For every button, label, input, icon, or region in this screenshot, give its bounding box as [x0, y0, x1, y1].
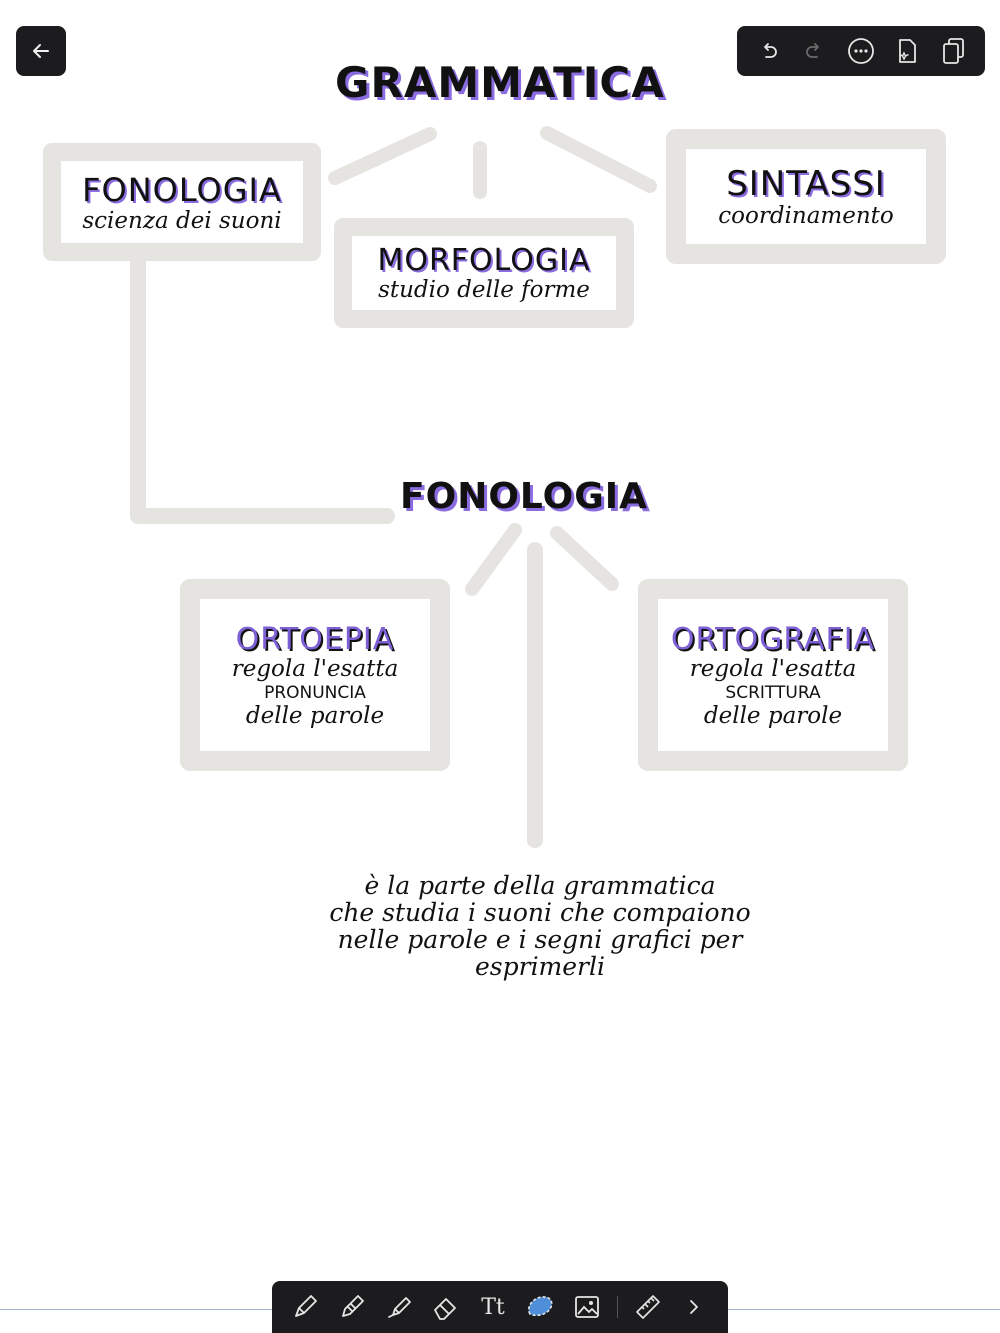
branch-to-sintassi: [540, 126, 657, 193]
page-title: GRAMMATICA: [335, 58, 665, 107]
undo-button[interactable]: [753, 36, 783, 66]
branch-to-fonologia: [328, 127, 437, 185]
node-sintassi[interactable]: SINTASSI coordinamento: [686, 149, 926, 244]
link-fonologia-section: [130, 254, 395, 524]
ruler-icon: [635, 1295, 660, 1319]
node-sintassi-subtitle: coordinamento: [718, 203, 894, 229]
pages-icon: [942, 38, 964, 64]
top-toolbar: [737, 26, 985, 76]
eraser-tool[interactable]: [429, 1290, 463, 1324]
undo-icon: [764, 43, 778, 58]
highlighter-tool[interactable]: [382, 1290, 416, 1324]
node-morfologia-title: MORFOLOGIA: [377, 243, 591, 278]
redo-button[interactable]: [800, 36, 830, 66]
chevron-right-icon: [690, 1300, 699, 1314]
pages-button[interactable]: [939, 36, 969, 66]
image-icon: [574, 1296, 599, 1318]
ai-page-button[interactable]: [892, 36, 922, 66]
ai-page-icon: [899, 39, 917, 63]
node-ortografia-line2: SCRITTURA: [725, 682, 821, 703]
back-arrow-icon: [33, 44, 49, 58]
box-morfologia-frame: [334, 218, 634, 328]
description-line-4: esprimerli: [474, 952, 606, 981]
text-tool-icon: Tt: [481, 1294, 505, 1320]
node-ortoepia-line3: delle parole: [245, 702, 385, 729]
box-fonologia-frame: [43, 143, 321, 261]
node-ortoepia[interactable]: ORTOEPIA regola l'esatta PRONUNCIA delle…: [200, 599, 430, 751]
node-sintassi-title: SINTASSI: [726, 164, 886, 204]
branch-to-ortoepia: [465, 523, 522, 596]
node-ortoepia-line1: regola l'esatta: [231, 655, 399, 682]
more-icon: [848, 38, 874, 64]
description-line-1: è la parte della grammatica: [364, 871, 716, 900]
lasso-icon: [527, 1296, 553, 1317]
expand-toolbar-button[interactable]: [677, 1290, 711, 1324]
node-fonologia[interactable]: FONOLOGIA scienza dei suoni: [60, 160, 304, 244]
pen-tool[interactable]: [288, 1290, 322, 1324]
fonologia-description: è la parte della grammatica che studia i…: [250, 872, 830, 980]
more-button[interactable]: [846, 36, 876, 66]
ruler-tool[interactable]: [631, 1290, 665, 1324]
box-ortografia-frame: [638, 579, 908, 771]
redo-icon: [805, 43, 819, 58]
text-tool[interactable]: Tt: [476, 1290, 510, 1324]
box-sintassi-frame: [666, 129, 946, 264]
node-ortografia-line1: regola l'esatta: [689, 655, 857, 682]
highlighter-icon: [388, 1297, 412, 1318]
node-ortografia-title: ORTOGRAFIA: [670, 621, 876, 657]
node-morfologia-subtitle: studio delle forme: [378, 277, 590, 303]
node-ortografia-line3: delle parole: [703, 702, 843, 729]
back-button[interactable]: [16, 26, 66, 76]
eraser-icon: [434, 1298, 457, 1320]
box-ortoepia-frame: [180, 579, 450, 771]
lasso-tool[interactable]: [523, 1290, 557, 1324]
description-line-3: nelle parole e i segni grafici per: [337, 925, 743, 954]
description-line-2: che studia i suoni che compaiono: [329, 898, 751, 927]
pencil-icon: [342, 1295, 365, 1317]
node-fonologia-subtitle: scienza dei suoni: [82, 207, 282, 234]
pencil-tool[interactable]: [335, 1290, 369, 1324]
section-title: FONOLOGIA: [400, 476, 648, 517]
pen-icon: [295, 1295, 318, 1317]
branch-to-ortografia: [550, 526, 619, 591]
node-ortoepia-line2: PRONUNCIA: [264, 682, 366, 703]
node-ortografia[interactable]: ORTOGRAFIA regola l'esatta SCRITTURA del…: [658, 599, 888, 751]
node-morfologia[interactable]: MORFOLOGIA studio delle forme: [351, 235, 617, 311]
node-fonologia-title: FONOLOGIA: [82, 170, 282, 209]
toolbar-divider: [616, 1296, 618, 1318]
node-ortoepia-title: ORTOEPIA: [235, 621, 395, 657]
drawing-toolbar: Tt: [272, 1281, 728, 1333]
image-tool[interactable]: [570, 1290, 604, 1324]
